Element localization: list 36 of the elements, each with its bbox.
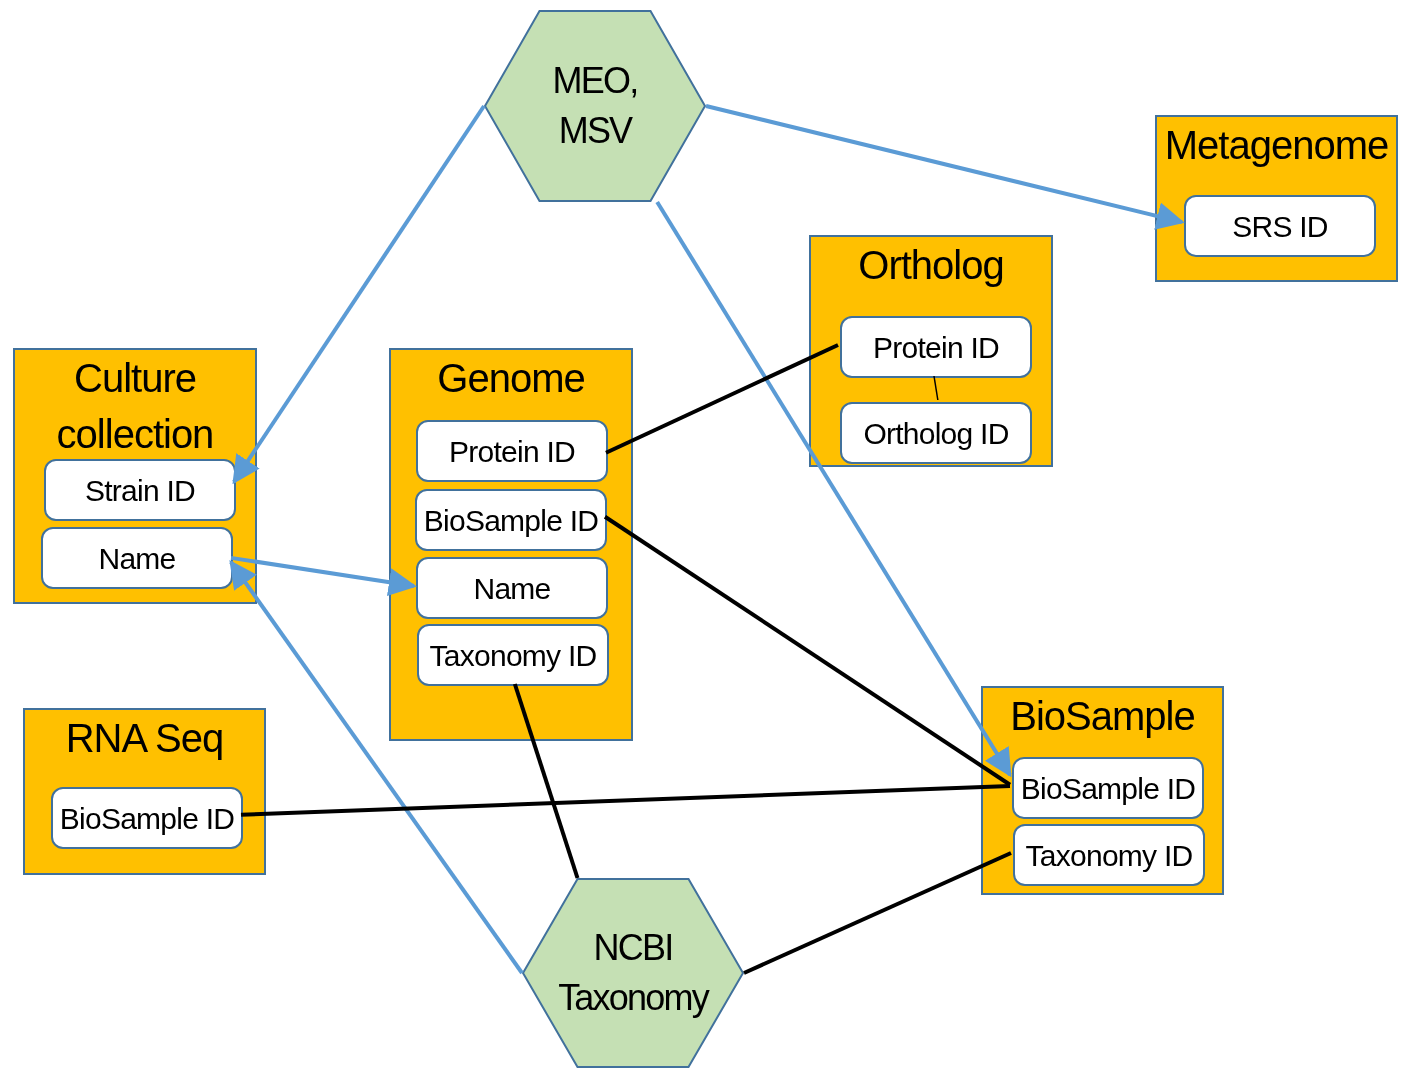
table-title: RNA Seq <box>64 715 225 762</box>
hexagon-label: MEO, MSV <box>551 58 639 153</box>
arrow <box>705 104 1185 230</box>
field-box: BioSample ID <box>51 787 243 849</box>
connector-line <box>933 375 939 401</box>
table-box <box>389 348 633 741</box>
field-box: Ortholog ID <box>840 402 1032 464</box>
table-title: BioSample <box>1009 693 1196 740</box>
field-box: Strain ID <box>44 459 236 521</box>
table-box <box>1155 115 1398 282</box>
table-title: Culture collection <box>55 355 215 458</box>
table-box <box>809 235 1053 467</box>
table-box <box>23 708 266 875</box>
connector-line <box>603 515 1012 787</box>
table-title: Ortholog <box>857 242 1005 289</box>
connector-line <box>512 683 580 879</box>
field-box: Protein ID <box>416 420 608 482</box>
table-box <box>13 348 257 604</box>
field-box: Name <box>416 557 608 619</box>
field-box: Name <box>41 527 233 589</box>
table-title: Genome <box>436 355 586 402</box>
connector-line <box>240 784 1011 817</box>
connector-line <box>743 851 1012 975</box>
field-box: Taxonomy ID <box>417 624 609 686</box>
arrow <box>229 559 524 975</box>
field-box: SRS ID <box>1184 195 1376 257</box>
table-title: Metagenome <box>1163 122 1390 169</box>
arrow <box>655 200 1012 778</box>
field-box: Taxonomy ID <box>1013 824 1205 886</box>
arrow <box>230 555 417 596</box>
table-box <box>981 686 1224 895</box>
field-box: BioSample ID <box>415 489 607 551</box>
hexagon-label: NCBI Taxonomy <box>558 925 708 1020</box>
field-box: BioSample ID <box>1012 757 1204 819</box>
arrow <box>232 104 486 485</box>
field-box: Protein ID <box>840 316 1032 378</box>
